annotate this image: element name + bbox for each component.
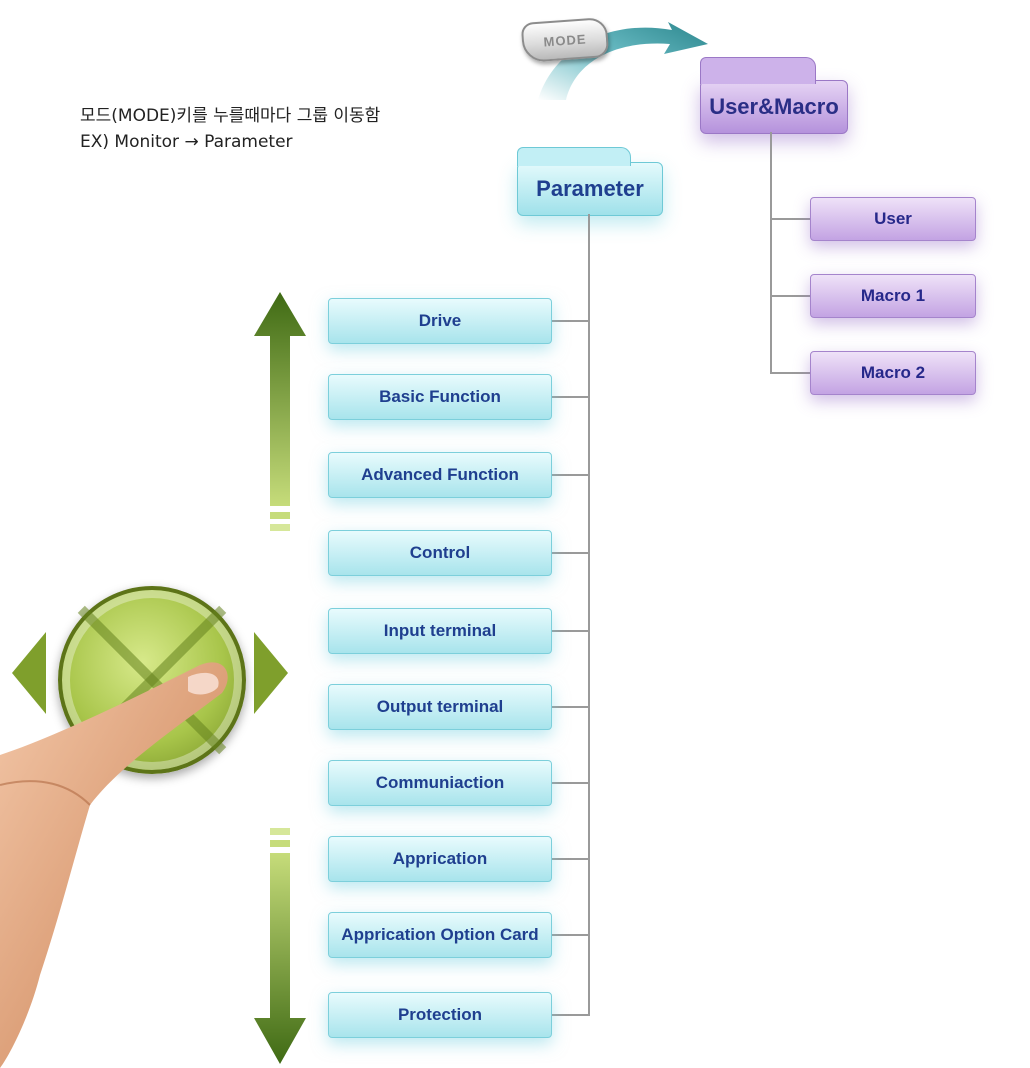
tree-branch bbox=[770, 372, 812, 374]
instruction-caption: 모드(MODE)키를 누를때마다 그룹 이동함 EX) Monitor → Pa… bbox=[80, 103, 380, 155]
right-arrow-icon bbox=[254, 632, 288, 714]
caption-line-1: 모드(MODE)키를 누를때마다 그룹 이동함 bbox=[80, 106, 381, 126]
parameter-tree-trunk bbox=[588, 214, 590, 1015]
tree-branch bbox=[550, 320, 590, 322]
item-label: Communiaction bbox=[375, 773, 505, 792]
parameter-item-input-terminal[interactable]: Input terminal bbox=[328, 608, 552, 654]
tree-branch bbox=[550, 630, 590, 632]
item-label: Control bbox=[409, 543, 471, 562]
parameter-item-protection[interactable]: Protection bbox=[328, 992, 552, 1038]
item-label: Output terminal bbox=[376, 697, 504, 716]
parameter-item-application[interactable]: Apprication bbox=[328, 836, 552, 882]
mode-key-label: MODE bbox=[543, 31, 587, 49]
item-label: Apprication Option Card bbox=[341, 925, 539, 944]
tree-branch bbox=[770, 218, 812, 220]
item-label: Input terminal bbox=[383, 621, 497, 640]
parameter-item-drive[interactable]: Drive bbox=[328, 298, 552, 344]
up-arrow-icon bbox=[254, 292, 306, 531]
user-macro-group-folder: User&Macro bbox=[700, 57, 848, 134]
user-macro-item-user[interactable]: User bbox=[810, 197, 976, 241]
left-arrow-icon bbox=[12, 632, 46, 714]
item-label: Advanced Function bbox=[361, 465, 519, 484]
tree-branch bbox=[550, 474, 590, 476]
pointing-hand-icon bbox=[0, 662, 228, 1068]
parameter-item-communication[interactable]: Communiaction bbox=[328, 760, 552, 806]
parameter-group-label: Parameter bbox=[536, 176, 644, 201]
tree-branch bbox=[550, 552, 590, 554]
user-macro-group-label: User&Macro bbox=[709, 94, 839, 119]
tree-branch bbox=[770, 295, 812, 297]
tree-branch bbox=[550, 1014, 590, 1016]
item-label: Protection bbox=[397, 1005, 483, 1024]
user-macro-item-macro-1[interactable]: Macro 1 bbox=[810, 274, 976, 318]
parameter-group-folder: Parameter bbox=[517, 147, 663, 216]
down-arrow-icon bbox=[254, 828, 306, 1064]
item-label: Macro 1 bbox=[860, 286, 926, 305]
folder-tab bbox=[517, 147, 631, 166]
parameter-item-application-option-card[interactable]: Apprication Option Card bbox=[328, 912, 552, 958]
parameter-item-basic-function[interactable]: Basic Function bbox=[328, 374, 552, 420]
tree-branch bbox=[550, 934, 590, 936]
item-label: Drive bbox=[418, 311, 462, 330]
item-label: Apprication bbox=[392, 849, 488, 868]
mode-key-button[interactable]: MODE bbox=[520, 17, 610, 63]
tree-branch bbox=[550, 782, 590, 784]
item-label: User bbox=[874, 209, 912, 228]
item-label: Macro 2 bbox=[860, 363, 926, 382]
tree-branch bbox=[550, 858, 590, 860]
caption-line-2: EX) Monitor → Parameter bbox=[80, 132, 293, 152]
parameter-item-control[interactable]: Control bbox=[328, 530, 552, 576]
parameter-item-output-terminal[interactable]: Output terminal bbox=[328, 684, 552, 730]
user-macro-tree-trunk bbox=[770, 132, 772, 374]
tree-branch bbox=[550, 396, 590, 398]
folder-tab bbox=[700, 57, 816, 84]
parameter-item-advanced-function[interactable]: Advanced Function bbox=[328, 452, 552, 498]
tree-branch bbox=[550, 706, 590, 708]
user-macro-item-macro-2[interactable]: Macro 2 bbox=[810, 351, 976, 395]
item-label: Basic Function bbox=[379, 387, 501, 406]
